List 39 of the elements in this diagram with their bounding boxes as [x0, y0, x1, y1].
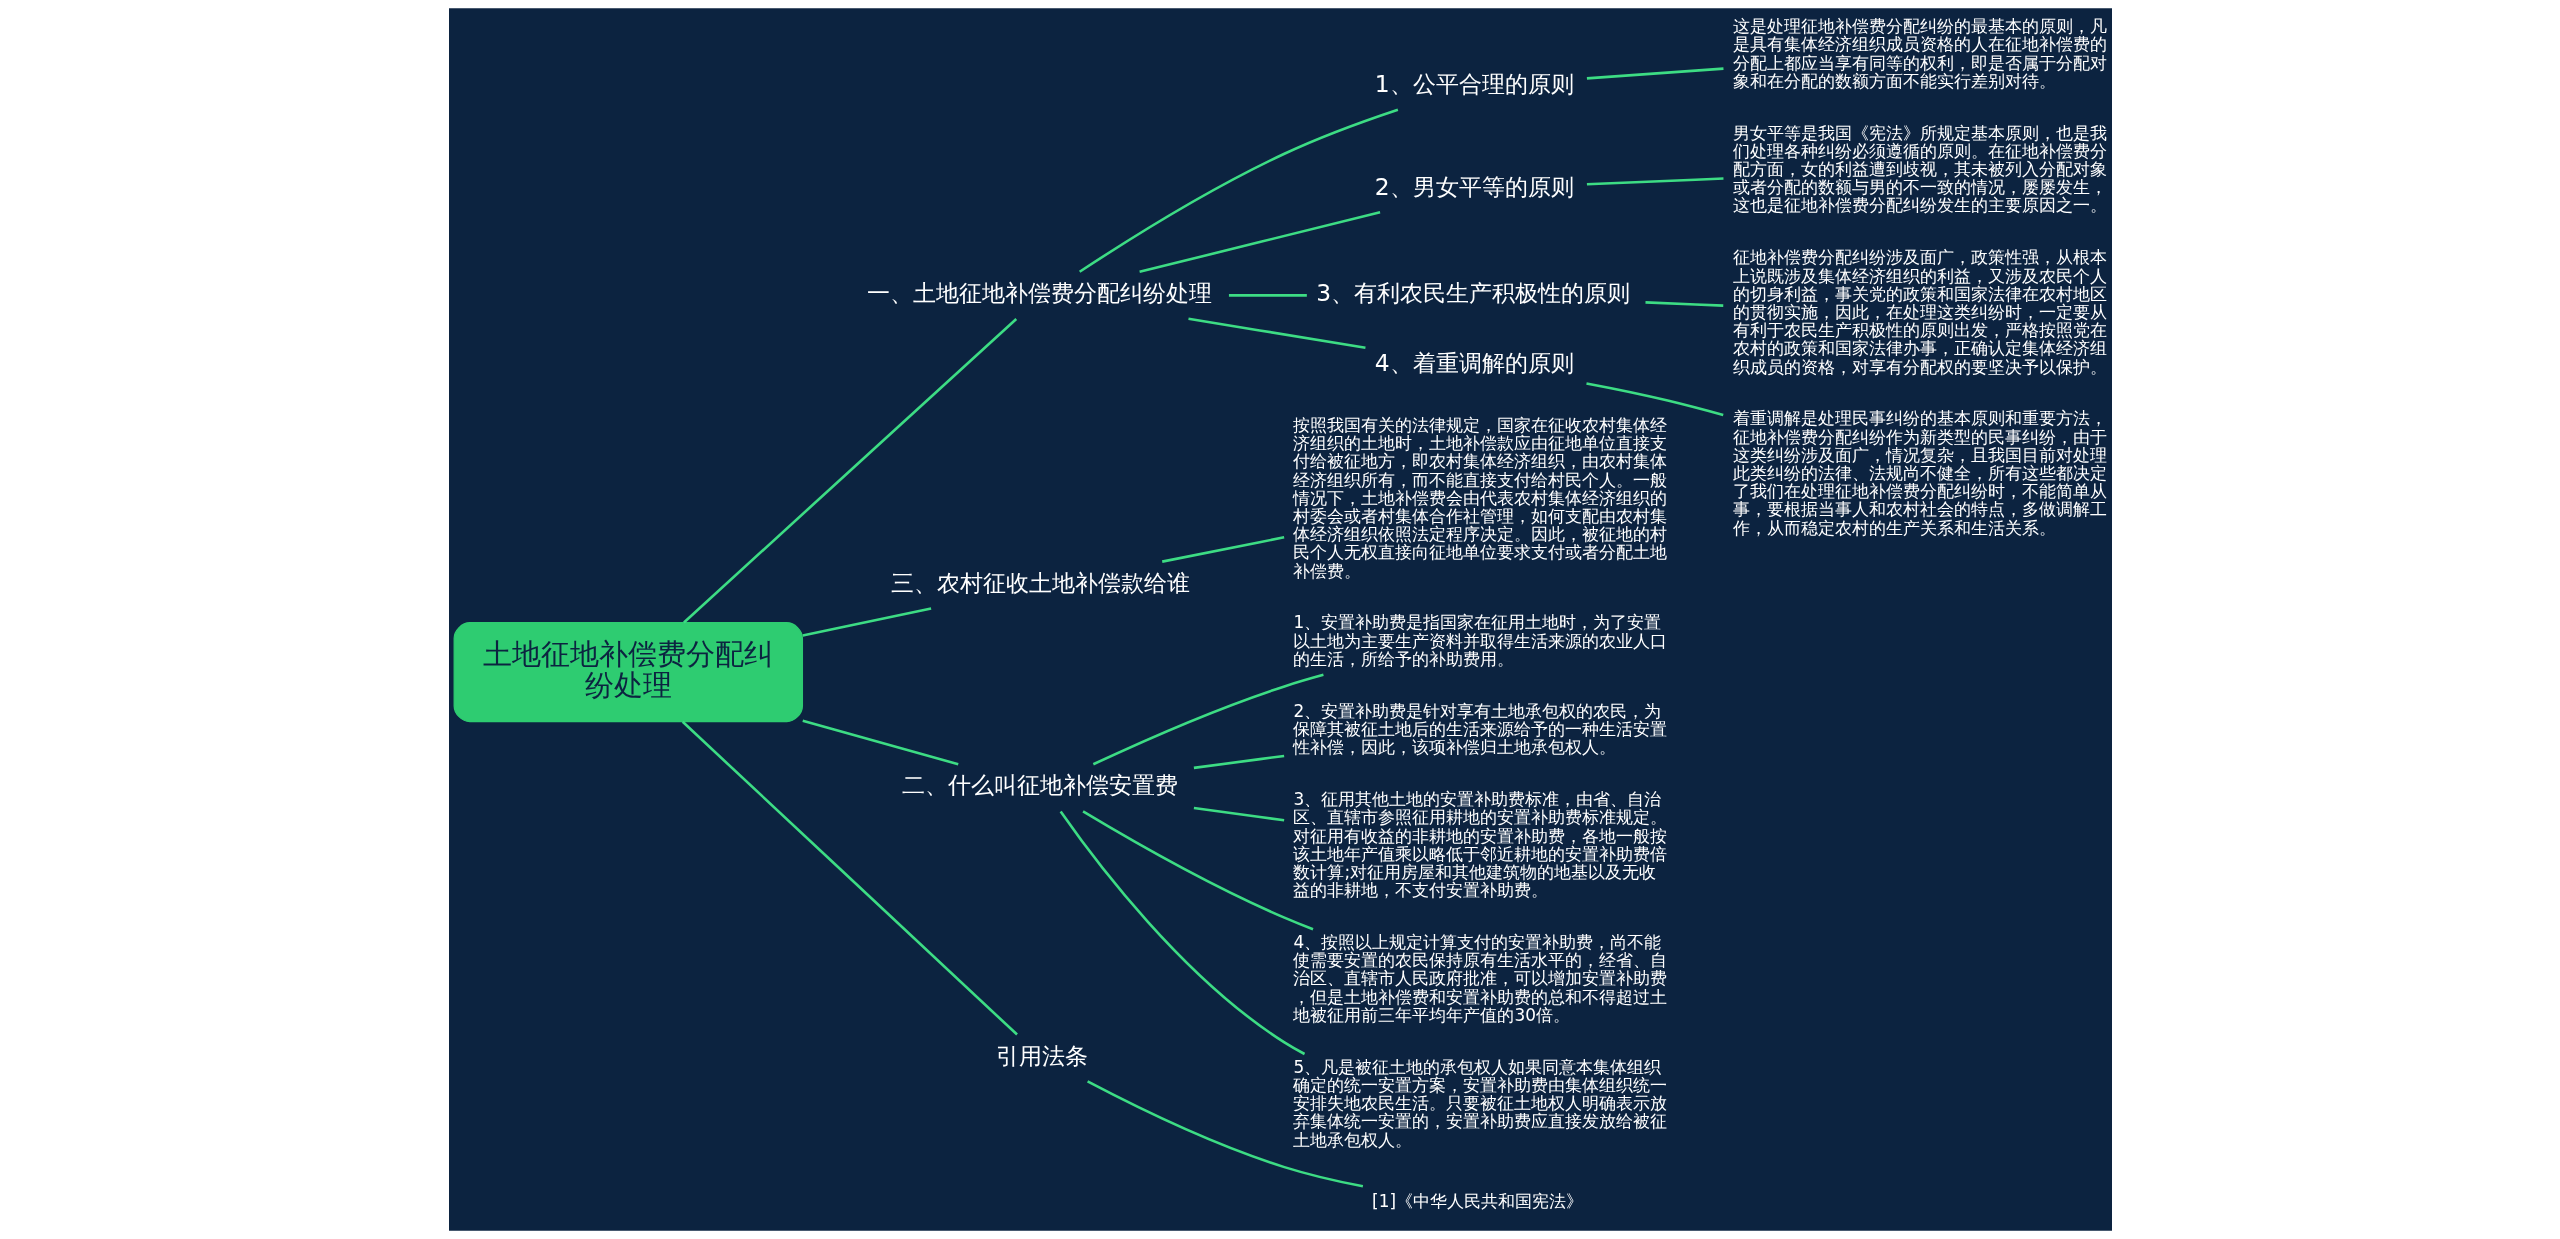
- node-text: 三、农村征收土地补偿款给谁: [890, 568, 1190, 597]
- node-text: [1]《中华人民共和国宪法》: [1371, 1190, 1583, 1211]
- connector: [1161, 536, 1284, 563]
- node-text: 二、什么叫征地补偿安置费: [901, 771, 1178, 800]
- connector: [1086, 1080, 1363, 1188]
- node-text: 按照我国有关的法律规定，国家在征收农村集体经济组织的土地时，土地补偿款应由征地单位直接支付给被征地方，即农村集体经济组织，由农村集体经济组织所有，而不能直接支付给村民个人。一般情况下，土地补偿费会由代表农村集体经济组织的村委会或者村集体合作社管理，如何支配由农村集体经济组织依照法定程序决定。因此，被征地的村民个人无权直接向征地单位要求支付或者分配土地补偿费。: [1292, 414, 1667, 581]
- node-text: 男女平等是我国《宪法》所规定基本原则，也是我们处理各种纠纷必须遵循的原则。在征地补偿费分配方面，女的利益遭到歧视，其未被列入分配对象或者分配的数额与男的不一致的情况，屡屡发生，这也是征地补偿费分配纠纷发生的主要原因之一。: [1732, 122, 2107, 216]
- node-text: 1、安置补助费是指国家在征用土地时，为了安置以土地为主要生产资料并取得生活来源的农业人口的生活，所给予的补助费用。: [1292, 612, 1667, 669]
- node-text: 引用法条: [995, 1041, 1088, 1070]
- node-text: 4、按照以上规定计算支付的安置补助费，尚不能使需要安置的农民保持原有生活水平的，经省、自治区、直辖市人民政府批准，可以增加安置补助费，但是土地补偿费和安置补助费的总和不得超过土地被征用前三年平均年产值的30倍。: [1292, 932, 1667, 1025]
- connector: [1092, 673, 1324, 766]
- node-text: 3、征用其他土地的安置补助费标准，由省、自治区、直辖市参照征用耕地的安置补助费标准规定。对征用有收益的非耕地的安置补助费，各地一般按该土地年产值乘以略低于邻近耕地的安置补助费倍数计算;对征用房屋和其他建筑物的地基以及无收益的非耕地，不支付安置补助费。: [1292, 789, 1667, 901]
- connector: [1585, 382, 1724, 417]
- node-text: 征地补偿费分配纠纷涉及面广，政策性强，从根本上说既涉及集体经济组织的利益，又涉及农民个人的切身利益，事关党的政策和国家法律在农村地区的贯彻实施，因此，在处理这类纠纷时，一定要从有利于农民生产积极性的原则出发，严格按照党在农村的政策和国家法律办事，正确认定集体经济组织成员的资格，对享有分配权的要坚决予以保护。: [1732, 247, 2107, 377]
- node-text: 2、安置补助费是针对享有土地承包权的农民，为保障其被征土地后的生活来源给予的一种生活安置性补偿，因此，该项补偿归土地承包权人。: [1292, 700, 1667, 758]
- connector: [1228, 294, 1307, 297]
- connector: [1187, 317, 1366, 349]
- connector: [1586, 67, 1724, 80]
- node-text: 着重调解是处理民事纠纷的基本原则和重要方法，征地补偿费分配纠纷作为新类型的民事纠纷，由于这类纠纷涉及面广，情况复杂，且我国目前对处理此类纠纷的法律、法规尚不健全，所有这些都决定了我们在处理征地补偿费分配纠纷时，不能简单从事，要根据当事人和农村社会的特点，多做调解工作，从而稳定农村的生产关系和生活关系。: [1732, 408, 2107, 538]
- connector: [801, 607, 931, 637]
- node-text: 4、着重调解的原则: [1374, 349, 1574, 378]
- connector: [1138, 211, 1380, 274]
- connector: [1078, 108, 1398, 273]
- node-text: 2、男女平等的原则: [1374, 172, 1574, 201]
- connector: [1193, 806, 1284, 822]
- connector: [681, 720, 1018, 1036]
- connector: [801, 719, 959, 766]
- node-text: 5、凡是被征土地的承包权人如果同意本集体组织确定的统一安置方案，安置补助费由集体组织统一安排失地农民生活。只要被征土地权人明确表示放弃集体统一安置的，安置补助费应直接发放给被征土地承包权人。: [1292, 1056, 1667, 1150]
- connector: [1081, 810, 1313, 931]
- node-text: 这是处理征地补偿费分配纠纷的最基本的原则，凡是具有集体经济组织成员资格的人在征地补偿费的分配上都应当享有同等的权利，即是否属于分配对象和在分配的数额方面不能实行差别对待。: [1732, 16, 2107, 91]
- connector: [682, 317, 1017, 624]
- node-text: 一、土地征地补偿费分配纠纷处理: [866, 279, 1212, 308]
- connector: [1059, 810, 1305, 1056]
- node-text: 3、有利农民生产积极性的原则: [1315, 279, 1630, 308]
- node-text: 1、公平合理的原则: [1374, 69, 1574, 98]
- connector: [1193, 754, 1284, 770]
- connector: [1644, 301, 1723, 307]
- connector: [1586, 177, 1724, 186]
- node-box: 土地征地补偿费分配纠纷处理: [453, 622, 803, 723]
